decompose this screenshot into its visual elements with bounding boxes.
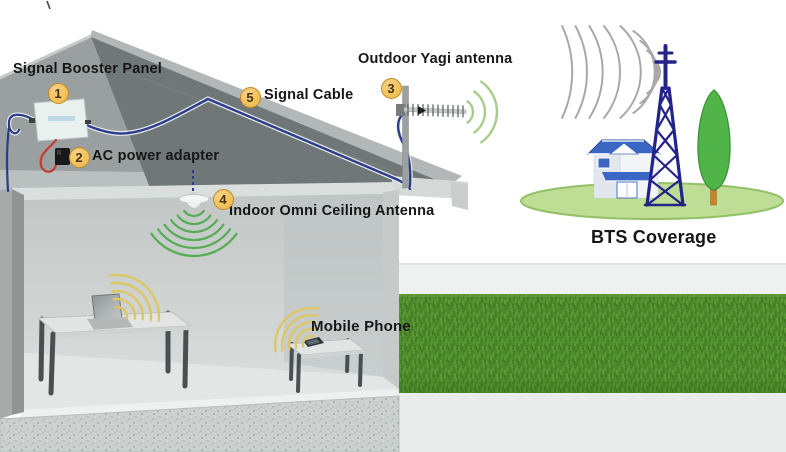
- antenna-mast: [402, 85, 409, 189]
- label-ac-power-adapter: AC power adapter: [92, 148, 220, 164]
- power-adapter-graphic: [39, 138, 70, 173]
- label-mobile-phone: Mobile Phone: [311, 318, 411, 335]
- horizon-band: [395, 263, 786, 294]
- image-artifact: [46, 0, 51, 10]
- bts-radio-waves: [561, 25, 661, 119]
- badge-5: 5: [239, 86, 261, 108]
- left-exterior-wall: [0, 189, 12, 419]
- bts-tower-graphic: [643, 44, 687, 207]
- laptop-graphic: [87, 293, 133, 330]
- bts-scene: [520, 25, 784, 220]
- yagi-antenna-graphic: [396, 85, 467, 189]
- label-bts-coverage: BTS Coverage: [591, 227, 717, 247]
- small-table-graphic: [285, 338, 367, 393]
- floor: [20, 353, 399, 410]
- ceiling-antenna-waves: [150, 209, 238, 257]
- interior-right-wall: [284, 194, 383, 377]
- phone-waves: [273, 306, 320, 353]
- mobile-phone-graphic: [303, 337, 324, 347]
- foundation: [0, 395, 400, 452]
- label-signal-cable: Signal Cable: [264, 87, 354, 103]
- badge-2: 2: [68, 146, 90, 168]
- roof-far-slope: [88, 30, 462, 190]
- right-exterior-wall: [383, 190, 399, 389]
- label-indoor-omni-ceiling-antenna: Indoor Omni Ceiling Antenna: [229, 203, 435, 219]
- signal-booster-device: [5, 98, 91, 193]
- laptop-waves: [108, 273, 161, 322]
- badge-4: 4: [212, 188, 234, 210]
- label-outdoor-yagi-antenna: Outdoor Yagi antenna: [358, 51, 513, 67]
- background-bands: [395, 263, 786, 452]
- foreground-band: [395, 393, 786, 452]
- tree-graphic: [697, 89, 731, 206]
- label-signal-booster-panel: Signal Booster Panel: [13, 61, 163, 77]
- grass-strip: [395, 294, 786, 393]
- badge-1: 1: [47, 82, 69, 104]
- roof-near-slope: [91, 37, 446, 193]
- ceiling-antenna-graphic: [178, 170, 210, 209]
- house-graphic: [0, 30, 468, 452]
- badge-3: 3: [380, 77, 402, 99]
- yagi-waves: [466, 80, 499, 144]
